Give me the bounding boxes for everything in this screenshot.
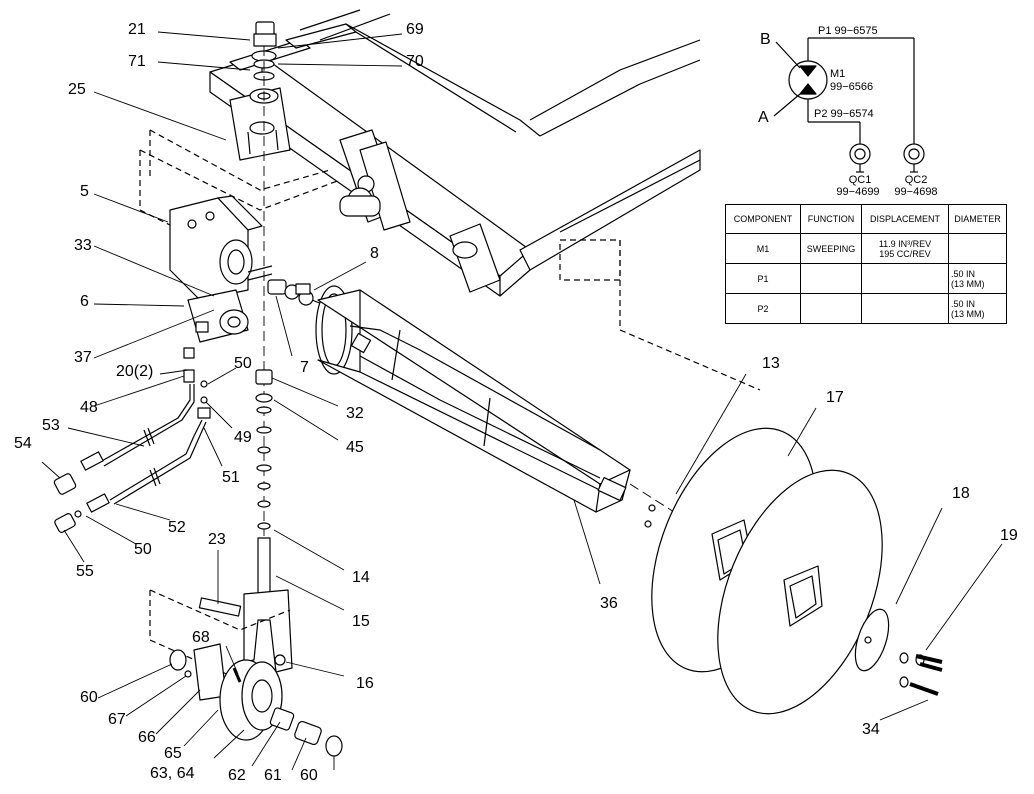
table-cell-function: SWEEPING xyxy=(800,233,862,264)
table-cell-function xyxy=(800,293,862,324)
callout-37: 37 xyxy=(74,349,92,366)
table-cell-displacement xyxy=(861,293,949,324)
callout-19: 19 xyxy=(1000,527,1018,544)
callout-14: 14 xyxy=(352,569,370,586)
schematic-qc1-part: 99−4699 xyxy=(836,186,880,198)
callout-25: 25 xyxy=(68,81,86,98)
table-header: DIAMETER xyxy=(948,204,1007,234)
callout-17: 17 xyxy=(826,389,844,406)
diameter-line-2: (13 MM) xyxy=(951,308,985,319)
displacement-line-1: 11.9 IN³/REV xyxy=(878,238,932,249)
displacement-line-2: 195 CC/REV xyxy=(879,248,931,259)
diameter-line-1: .50 IN xyxy=(951,298,976,309)
callout-68: 68 xyxy=(192,629,210,646)
callout-65: 65 xyxy=(164,745,182,762)
schematic-qc2-part: 99−4698 xyxy=(894,186,938,198)
broom-disc-17 xyxy=(717,469,883,715)
hydraulic-spec-table: COMPONENT FUNCTION DISPLACEMENT DIAMETER… xyxy=(725,204,1007,324)
callout-70: 70 xyxy=(406,53,424,70)
callout-45: 45 xyxy=(346,439,364,456)
caster-spindle-stack xyxy=(149,369,293,681)
callout-71: 71 xyxy=(128,53,146,70)
schematic-motor-part: 99−6566 xyxy=(830,81,874,93)
callout-23: 23 xyxy=(208,531,226,548)
callout-5: 5 xyxy=(80,183,89,200)
callout-52: 52 xyxy=(168,519,186,536)
universal-joint xyxy=(267,279,323,306)
callout-66: 66 xyxy=(138,729,156,746)
table-cell-component: P1 xyxy=(725,263,801,294)
callout-62: 62 xyxy=(228,767,246,784)
leader-lines xyxy=(41,31,1003,771)
callout-50-bottom: 50 xyxy=(134,541,152,558)
callout-34: 34 xyxy=(862,721,880,738)
callout-55: 55 xyxy=(76,563,94,580)
callout-54: 54 xyxy=(14,435,32,452)
table-header: COMPONENT xyxy=(725,204,801,234)
table-header: FUNCTION xyxy=(800,204,862,234)
broom-core-tube xyxy=(315,285,861,631)
schematic-qc2-id: QC2 xyxy=(904,174,928,186)
callout-7: 7 xyxy=(300,359,309,376)
table-cell-component: M1 xyxy=(725,233,801,264)
callout-48: 48 xyxy=(80,399,98,416)
callout-50-top: 50 xyxy=(234,355,252,372)
main-frame xyxy=(139,9,761,391)
callout-69: 69 xyxy=(406,21,424,38)
callout-15: 15 xyxy=(352,613,370,630)
gearbox-assembly xyxy=(169,195,273,343)
callout-61: 61 xyxy=(264,767,282,784)
table-cell-diameter xyxy=(948,233,1007,264)
schematic-motor-id: M1 xyxy=(830,68,846,80)
table-cell-function xyxy=(800,263,862,294)
callout-51: 51 xyxy=(222,469,240,486)
callout-16: 16 xyxy=(356,675,374,692)
callout-53: 53 xyxy=(42,417,60,434)
table-header: DISPLACEMENT xyxy=(861,204,949,234)
table-cell-component: P2 xyxy=(725,293,801,324)
diameter-line-2: (13 MM) xyxy=(951,278,985,289)
callout-18: 18 xyxy=(952,485,970,502)
callout-13: 13 xyxy=(762,355,780,372)
callout-49: 49 xyxy=(234,429,252,446)
callout-33: 33 xyxy=(74,237,92,254)
callout-63-64: 63, 64 xyxy=(150,765,195,782)
hydraulic-schematic xyxy=(773,37,925,173)
table-cell-displacement: 11.9 IN³/REV 195 CC/REV xyxy=(861,233,949,264)
schematic-qc1-id: QC1 xyxy=(848,174,872,186)
table-row: M1 SWEEPING 11.9 IN³/REV 195 CC/REV xyxy=(725,233,1007,264)
schematic-port-b: B xyxy=(760,31,771,48)
table-row: P2 .50 IN (13 MM) xyxy=(725,293,1007,324)
callout-60-left: 60 xyxy=(80,689,98,706)
schematic-line-p2: P2 99−6574 xyxy=(814,108,874,120)
table-cell-displacement xyxy=(861,263,949,294)
hub-plate-18 xyxy=(854,608,943,696)
callout-60-right: 60 xyxy=(300,767,318,784)
table-cell-diameter: .50 IN (13 MM) xyxy=(948,263,1007,294)
callout-6: 6 xyxy=(80,293,89,310)
callout-32: 32 xyxy=(346,405,364,422)
table-cell-diameter: .50 IN (13 MM) xyxy=(948,293,1007,324)
callout-21: 21 xyxy=(128,21,146,38)
caster-wheel-assembly xyxy=(169,643,343,757)
schematic-port-a: A xyxy=(758,109,769,126)
callout-20-2: 20(2) xyxy=(116,363,154,380)
callout-36: 36 xyxy=(600,595,618,612)
table-row: P1 .50 IN (13 MM) xyxy=(725,263,1007,294)
schematic-line-p1: P1 99−6575 xyxy=(818,25,878,37)
callout-8: 8 xyxy=(370,245,379,262)
diameter-line-1: .50 IN xyxy=(951,268,976,279)
callout-67: 67 xyxy=(108,711,126,728)
